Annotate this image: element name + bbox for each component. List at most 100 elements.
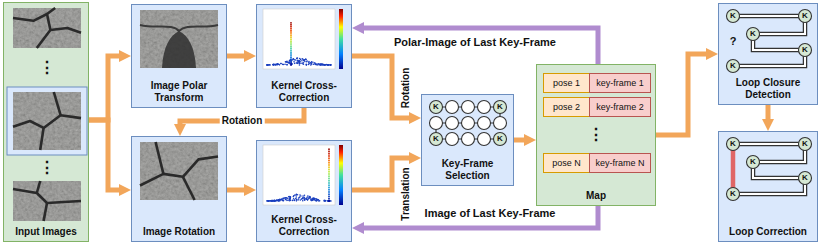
crack: [40, 128, 43, 150]
keyframe-cell: key-frame 2: [589, 97, 651, 117]
plot-dot: [282, 64, 284, 66]
label-holder: K: [426, 97, 446, 117]
photo-texture: [13, 181, 81, 221]
plot-dot: [306, 61, 308, 63]
keyframe-mark: K: [730, 190, 736, 198]
plot-dot: [278, 200, 280, 202]
box-label: Loop Correction: [729, 226, 807, 238]
illustration: [132, 5, 226, 107]
plot-dot: [303, 60, 305, 62]
plot-dot: [288, 62, 290, 64]
plot-dot: [278, 63, 280, 65]
illustration-group: [7, 8, 87, 221]
plot-dot: [311, 199, 313, 201]
plot-dot: [305, 198, 307, 200]
box-label: Input Images: [15, 226, 77, 238]
peak-dot: [290, 44, 292, 46]
plot-dot: [329, 200, 331, 202]
plot-dot: [321, 64, 323, 66]
plot-dot: [294, 194, 296, 196]
plot-dot: [271, 200, 273, 202]
keyframe-mark: K: [730, 140, 736, 148]
plot-dot: [316, 198, 318, 200]
photo-tint: [13, 8, 81, 48]
plot-dot: [324, 200, 326, 202]
illustration-group: [140, 142, 218, 200]
peak-dot: [328, 184, 330, 186]
label-holder: K: [426, 129, 446, 149]
peak-dot: [328, 166, 330, 168]
peak-dot: [290, 37, 292, 39]
label-holder: K: [723, 6, 743, 26]
keyframe-circle: [494, 133, 507, 146]
peak-dot: [328, 191, 330, 193]
cell-text: pose N: [552, 158, 581, 169]
plot-dot: [274, 200, 276, 202]
plot-dot: [314, 199, 316, 201]
plot-dot: [266, 64, 268, 66]
edge-label-holder: Polar-Image of Last Key-Frame: [392, 36, 558, 49]
plot-dot: [299, 61, 301, 63]
plot-dot: [279, 199, 281, 201]
plot-dot: [322, 64, 324, 66]
flow-arrow: [656, 54, 706, 135]
plot-dot: [272, 64, 274, 66]
edge-label-holder: Rotation: [220, 115, 265, 127]
crack: [13, 189, 81, 203]
keyframe-mark: K: [802, 174, 808, 182]
plot-dot: [305, 58, 307, 60]
pose-cell: pose 2: [543, 97, 590, 117]
plot-dot: [267, 200, 269, 202]
plot-dot: [311, 200, 313, 202]
plot-dot: [305, 197, 307, 199]
plot-dot: [289, 198, 291, 200]
plot-dot: [303, 63, 305, 65]
trajectory-outer: [733, 16, 805, 66]
keyframe-cell: key-frame 1: [589, 73, 651, 93]
crack: [37, 14, 51, 48]
plot-dot: [273, 200, 275, 202]
peak-dot: [328, 189, 330, 191]
peak-dot: [290, 31, 292, 33]
illustration-group: [727, 138, 812, 201]
illustration: [257, 5, 351, 107]
plot-dot: [304, 199, 306, 201]
plot-dot: [282, 200, 284, 202]
edge-label: Rotation: [400, 66, 412, 111]
plot-dot: [299, 196, 301, 198]
current-frame: [7, 87, 87, 155]
frame-circle: [494, 117, 507, 130]
peak-dot: [290, 27, 292, 29]
plot-dot: [325, 200, 327, 202]
crack: [183, 177, 195, 200]
plot-dot: [330, 64, 332, 66]
plot-dot: [294, 199, 296, 201]
plot-dot: [330, 64, 332, 66]
photo-tint: [13, 92, 81, 150]
plot-dot: [295, 59, 297, 61]
plot-dot: [298, 62, 300, 64]
keyframe-circle: [430, 101, 443, 114]
plot-dot: [322, 64, 324, 66]
plot-dot: [274, 200, 276, 202]
peak-dot: [328, 153, 330, 155]
plot-dot: [266, 64, 268, 66]
edge-label: Translation: [400, 165, 412, 222]
plot-dot: [289, 198, 291, 200]
trajectory-inner: [733, 16, 805, 66]
plot-dot: [302, 198, 304, 200]
label-holder: K: [795, 168, 815, 188]
plot-dot: [279, 64, 281, 66]
keyframe-circle: [727, 60, 740, 73]
peak-dot: [290, 33, 292, 35]
plot-dot: [311, 61, 313, 63]
colorbar: [339, 145, 343, 205]
plot-dot: [275, 200, 277, 202]
peak-dot: [290, 62, 292, 64]
plot-dot: [308, 64, 310, 66]
keyframe-mark: K: [497, 135, 503, 143]
edge-label-holder: Rotation: [400, 66, 412, 111]
keyframe-mark: K: [497, 103, 503, 111]
plot-dot: [283, 64, 285, 66]
illustration-group: [263, 9, 343, 69]
